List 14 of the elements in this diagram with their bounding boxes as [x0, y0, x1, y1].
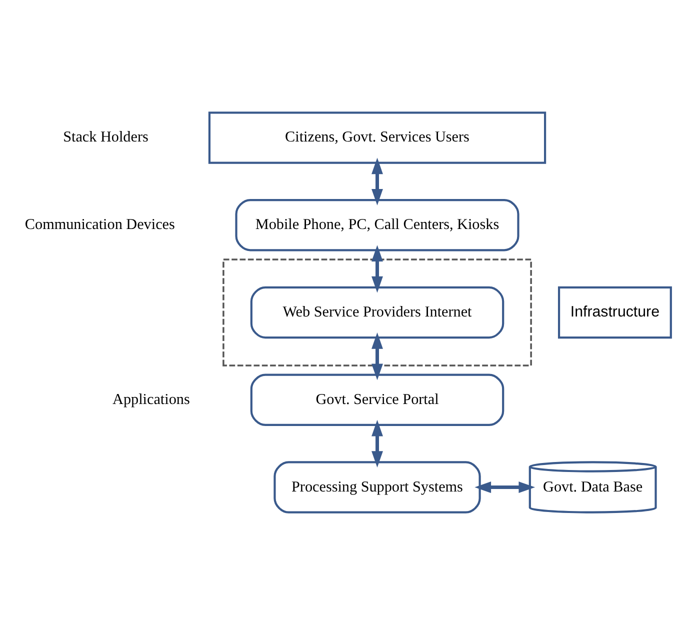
node-box: Govt. Service Portal: [250, 373, 504, 426]
node-box: Mobile Phone, PC, Call Centers, Kiosks: [235, 198, 520, 251]
arrow: [372, 157, 383, 205]
arrow: [474, 481, 536, 493]
label: Stack Holders: [63, 129, 148, 146]
label: Communication Devices: [24, 216, 175, 233]
arrow: [372, 332, 383, 380]
node-box: Web Service Providers Internet: [250, 286, 504, 338]
node-box: Infrastructure: [558, 286, 672, 338]
label: Applications: [112, 391, 190, 408]
node-box: Processing Support Systems: [274, 460, 481, 513]
arrow: [372, 419, 383, 467]
node-box: Citizens, Govt. Services Users: [208, 111, 546, 164]
arrow: [372, 244, 383, 292]
